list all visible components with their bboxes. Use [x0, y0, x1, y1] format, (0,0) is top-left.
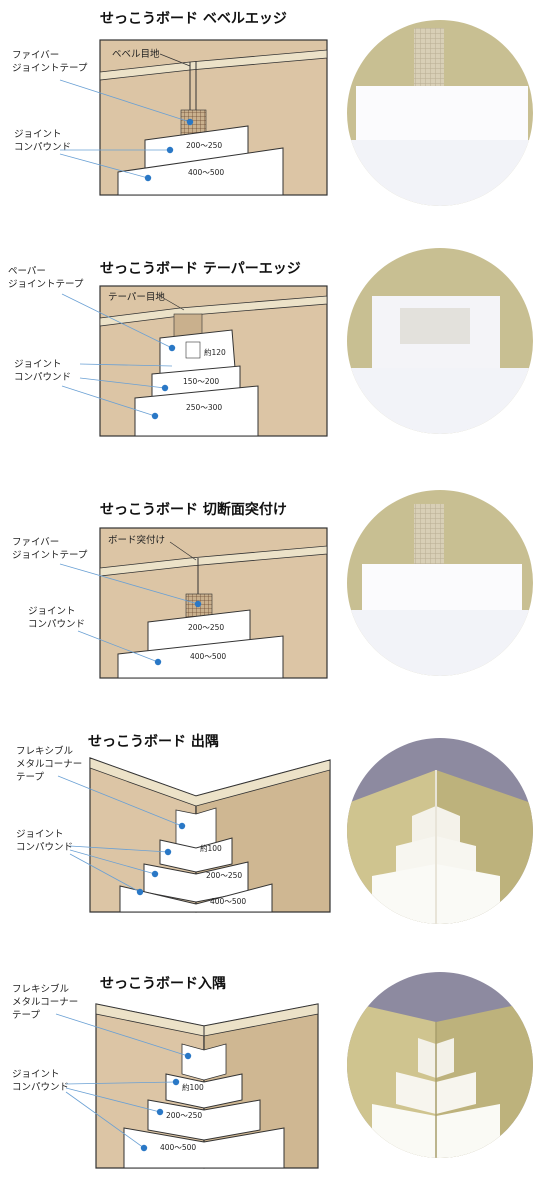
dimension-label: 200～250: [206, 871, 242, 880]
marker-dot: [194, 600, 202, 608]
label-text: ジョイント: [28, 606, 76, 617]
marker-dot: [166, 146, 174, 154]
dimension-label: 約100: [182, 1082, 204, 1092]
dimension-label: 200～250: [166, 1111, 202, 1120]
dimension-label: 約120: [204, 347, 226, 357]
dimension-label: 250～300: [186, 403, 222, 412]
panel-title: せっこうボード 切断面突付け: [100, 501, 287, 518]
dimension-label: 200～250: [186, 141, 222, 150]
marker-dot: [186, 118, 194, 126]
label-text: ジョイントテープ: [12, 63, 88, 74]
label-text: ジョイント: [14, 359, 62, 370]
marker-dot: [140, 1144, 148, 1152]
label-text: メタルコーナー: [16, 759, 82, 770]
panel-title: せっこうボード ベベルエッジ: [100, 11, 287, 27]
label-text: コンパウンド: [14, 142, 71, 153]
photo-inside-corner: [347, 972, 533, 1158]
dimension-label: 400～500: [188, 168, 224, 177]
joint-label: ボード突付け: [108, 534, 165, 546]
dimension-label: 400～500: [160, 1143, 196, 1152]
panel-title: せっこうボード 出隅: [88, 733, 219, 750]
label-text: フレキシブル: [12, 983, 70, 995]
butt-joint-diagram: せっこうボード 切断面突付け 200～250 400～500 ファイバー ジョイ…: [12, 490, 533, 679]
label-text: フレキシブル: [16, 745, 74, 757]
label-text: ジョイントテープ: [12, 550, 88, 561]
marker-dot: [161, 384, 169, 392]
marker-dot: [144, 174, 152, 182]
panel-title: せっこうボード入隅: [100, 976, 226, 992]
dimension-label: 約100: [200, 843, 222, 853]
marker-dot: [154, 658, 162, 666]
marker-dot: [164, 848, 172, 856]
label-text: テープ: [16, 772, 44, 783]
panel-bevel-edge: せっこうボード ベベルエッジ 200～250 400～500 ファイバー ジョイ…: [0, 0, 540, 230]
marker-dot: [156, 1108, 164, 1116]
label-text: コンパウンド: [12, 1082, 69, 1093]
marker-dot: [172, 1078, 180, 1086]
dimension-label: 150～200: [183, 377, 219, 386]
label-text: ジョイントテープ: [8, 279, 84, 290]
marker-dot: [184, 1052, 192, 1060]
taper-edge-diagram: せっこうボード テーパーエッジ 約120 150～200 250～300 ペーパ…: [8, 248, 533, 437]
dimension-label: 200～250: [188, 623, 224, 632]
photo-bevel-edge: [347, 20, 533, 206]
label-text: メタルコーナー: [12, 997, 78, 1008]
marker-dot: [168, 344, 176, 352]
photo-outside-corner: [347, 738, 533, 924]
label-text: ファイバー: [12, 537, 59, 548]
inside-corner-diagram: せっこうボード入隅 約100 200～250 400～500 フレキシブル メタ…: [12, 972, 533, 1169]
label-text: ジョイント: [12, 1069, 60, 1080]
label-text: コンパウンド: [14, 372, 71, 383]
panel-butt-joint: せっこうボード 切断面突付け 200～250 400～500 ファイバー ジョイ…: [0, 476, 540, 706]
photo-taper-edge: [347, 248, 533, 434]
dimension-label: 400～500: [210, 897, 246, 906]
bevel-edge-diagram: せっこうボード ベベルエッジ 200～250 400～500 ファイバー ジョイ…: [12, 11, 533, 206]
panel-outside-corner: せっこうボード 出隅 約100 200～250 400～500 フレキシブル メ…: [0, 714, 540, 944]
marker-dot: [151, 412, 159, 420]
label-text: コンパウンド: [28, 619, 85, 630]
panel-title: せっこうボード テーパーエッジ: [100, 261, 301, 277]
panel-inside-corner: せっこうボード入隅 約100 200～250 400～500 フレキシブル メタ…: [0, 952, 540, 1182]
label-text: ジョイント: [16, 829, 64, 840]
photo-butt-joint: [347, 490, 533, 676]
joint-label: テーパー目地: [108, 291, 165, 303]
label-text: コンパウンド: [16, 842, 73, 853]
metal-corner-tape: [181, 1043, 227, 1081]
joint-label: ベベル目地: [112, 48, 160, 60]
marker-dot: [151, 870, 159, 878]
compound-layer-2: [117, 147, 284, 196]
outside-corner-diagram: せっこうボード 出隅 約100 200～250 400～500 フレキシブル メ…: [16, 733, 533, 924]
panel-taper-edge: せっこうボード テーパーエッジ 約120 150～200 250～300 ペーパ…: [0, 238, 540, 468]
label-text: ジョイント: [14, 129, 62, 140]
marker-dot: [136, 888, 144, 896]
label-text: ペーパー: [8, 266, 46, 277]
label-text: テープ: [12, 1010, 40, 1021]
marker-dot: [178, 822, 186, 830]
label-text: ファイバー: [12, 50, 59, 61]
dimension-label: 400～500: [190, 652, 226, 661]
leader-line: [59, 79, 191, 123]
